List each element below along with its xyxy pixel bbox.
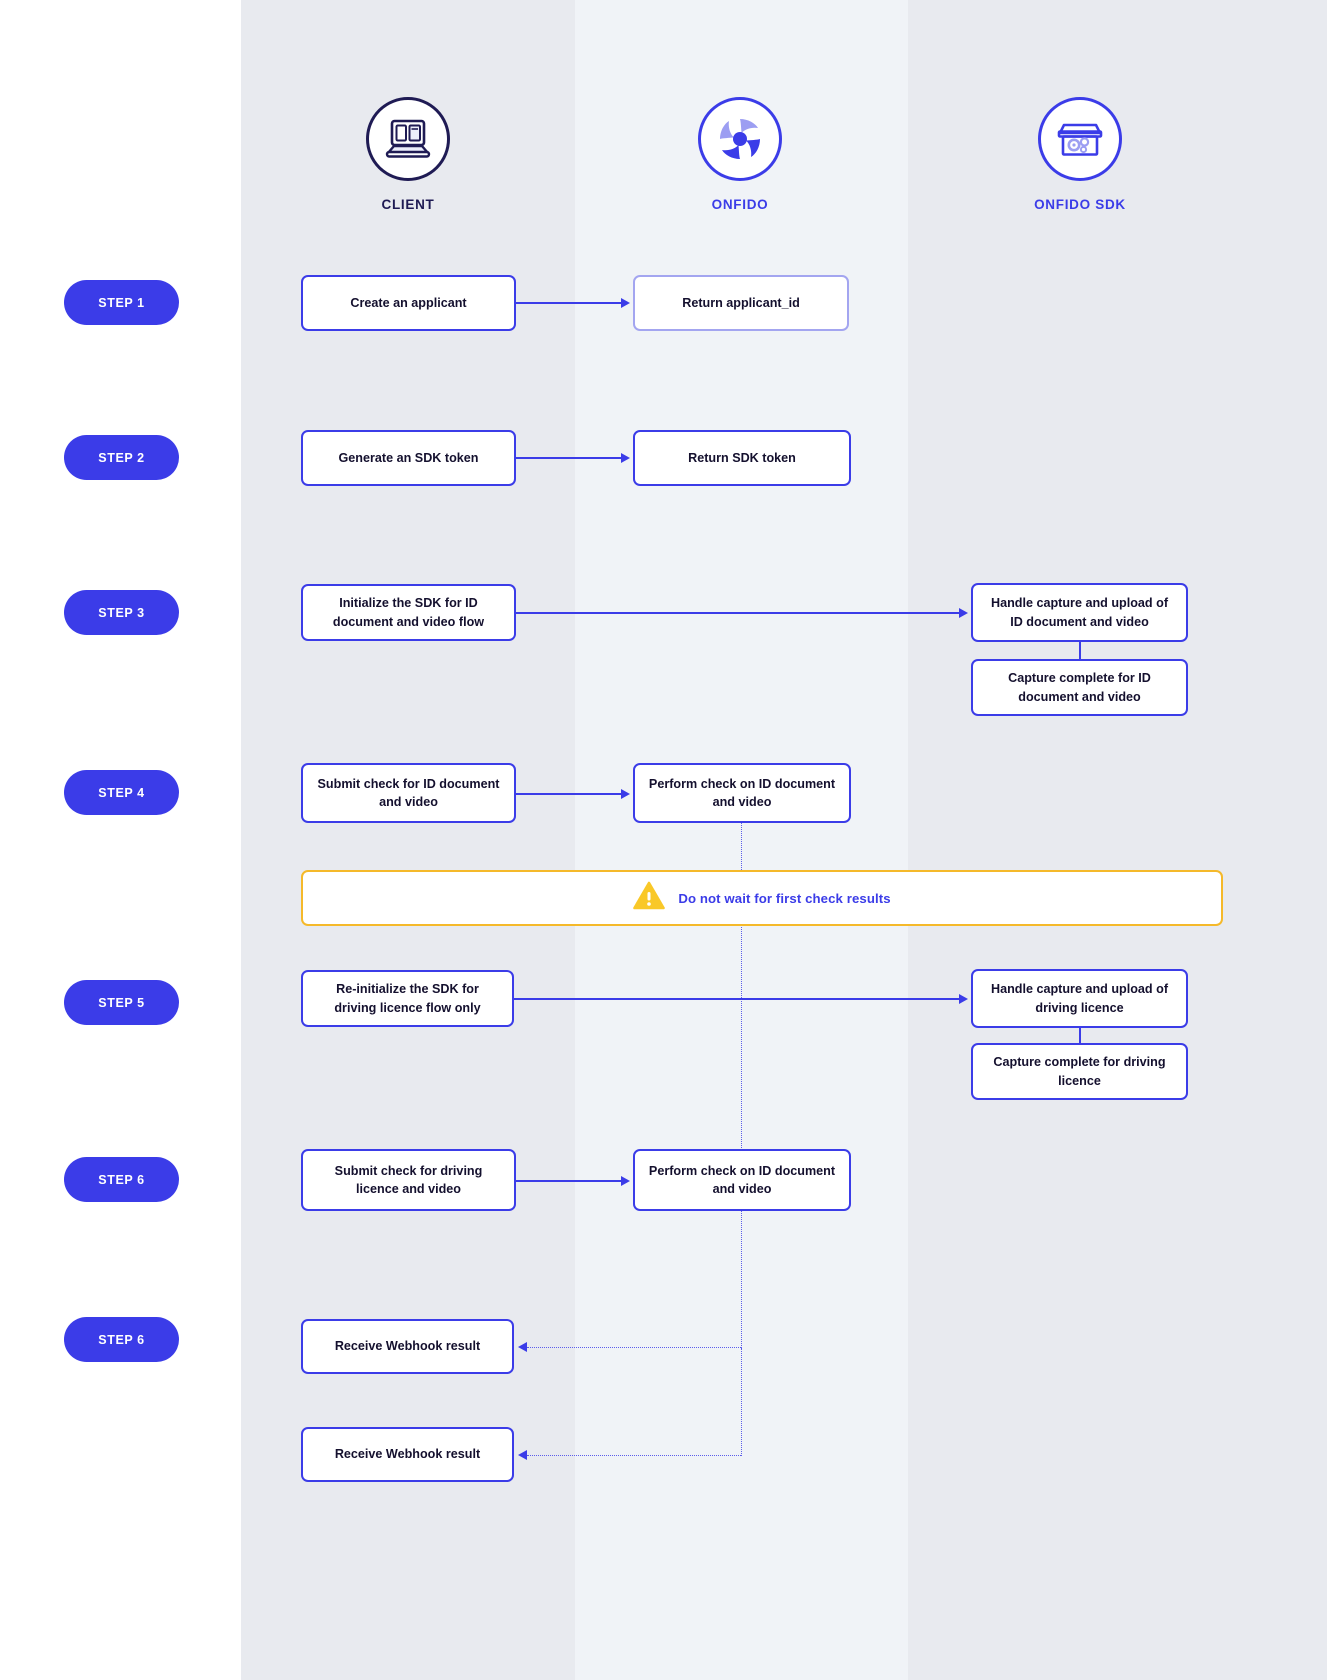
step-badge-1: STEP 1	[64, 280, 179, 325]
warning-banner-text: Do not wait for first check results	[678, 890, 891, 906]
node-receive-webhook-result-1[interactable]: Receive Webhook result	[301, 1319, 514, 1374]
lane-header-onfido-sdk: ONFIDO SDK	[980, 97, 1180, 212]
step-badge-4: STEP 4	[64, 770, 179, 815]
step-badge-6-webhook: STEP 6	[64, 1317, 179, 1362]
lane-title-client: CLIENT	[381, 197, 435, 212]
lane-header-onfido: ONFIDO	[640, 97, 840, 212]
lane-header-client: CLIENT	[308, 97, 508, 212]
step-badge-3: STEP 3	[64, 590, 179, 635]
onfido-logo-icon	[698, 97, 782, 181]
node-handle-capture-id-video[interactable]: Handle capture and upload of ID document…	[971, 583, 1188, 642]
lane-background-onfido-sdk	[908, 0, 1327, 1680]
node-receive-webhook-result-2[interactable]: Receive Webhook result	[301, 1427, 514, 1482]
node-perform-check-licence[interactable]: Perform check on ID document and video	[633, 1149, 851, 1211]
node-return-applicant-id[interactable]: Return applicant_id	[633, 275, 849, 331]
node-perform-check-id-video[interactable]: Perform check on ID document and video	[633, 763, 851, 823]
node-reinitialize-sdk-licence[interactable]: Re-initialize the SDK for driving licenc…	[301, 970, 514, 1027]
node-submit-check-id-video[interactable]: Submit check for ID document and video	[301, 763, 516, 823]
node-capture-complete-id-video[interactable]: Capture complete for ID document and vid…	[971, 659, 1188, 716]
node-return-sdk-token[interactable]: Return SDK token	[633, 430, 851, 486]
warning-triangle-icon	[633, 881, 666, 915]
node-capture-complete-licence[interactable]: Capture complete for driving licence	[971, 1043, 1188, 1100]
dotted-connector-perform-check-to-webhook	[741, 823, 742, 1348]
node-handle-capture-licence[interactable]: Handle capture and upload of driving lic…	[971, 969, 1188, 1028]
lane-title-onfido: ONFIDO	[711, 197, 769, 212]
node-submit-check-licence[interactable]: Submit check for driving licence and vid…	[301, 1149, 516, 1211]
lane-title-onfido-sdk: ONFIDO SDK	[1034, 197, 1126, 212]
dotted-connector-webhook-extension	[741, 1348, 742, 1456]
warning-banner: Do not wait for first check results	[301, 870, 1223, 926]
node-create-applicant[interactable]: Create an applicant	[301, 275, 516, 331]
step-badge-2: STEP 2	[64, 435, 179, 480]
node-generate-sdk-token[interactable]: Generate an SDK token	[301, 430, 516, 486]
step-badge-6: STEP 6	[64, 1157, 179, 1202]
node-initialize-sdk-id-video[interactable]: Initialize the SDK for ID document and v…	[301, 584, 516, 641]
sdk-box-gears-icon	[1038, 97, 1122, 181]
step-badge-5: STEP 5	[64, 980, 179, 1025]
laptop-icon	[366, 97, 450, 181]
